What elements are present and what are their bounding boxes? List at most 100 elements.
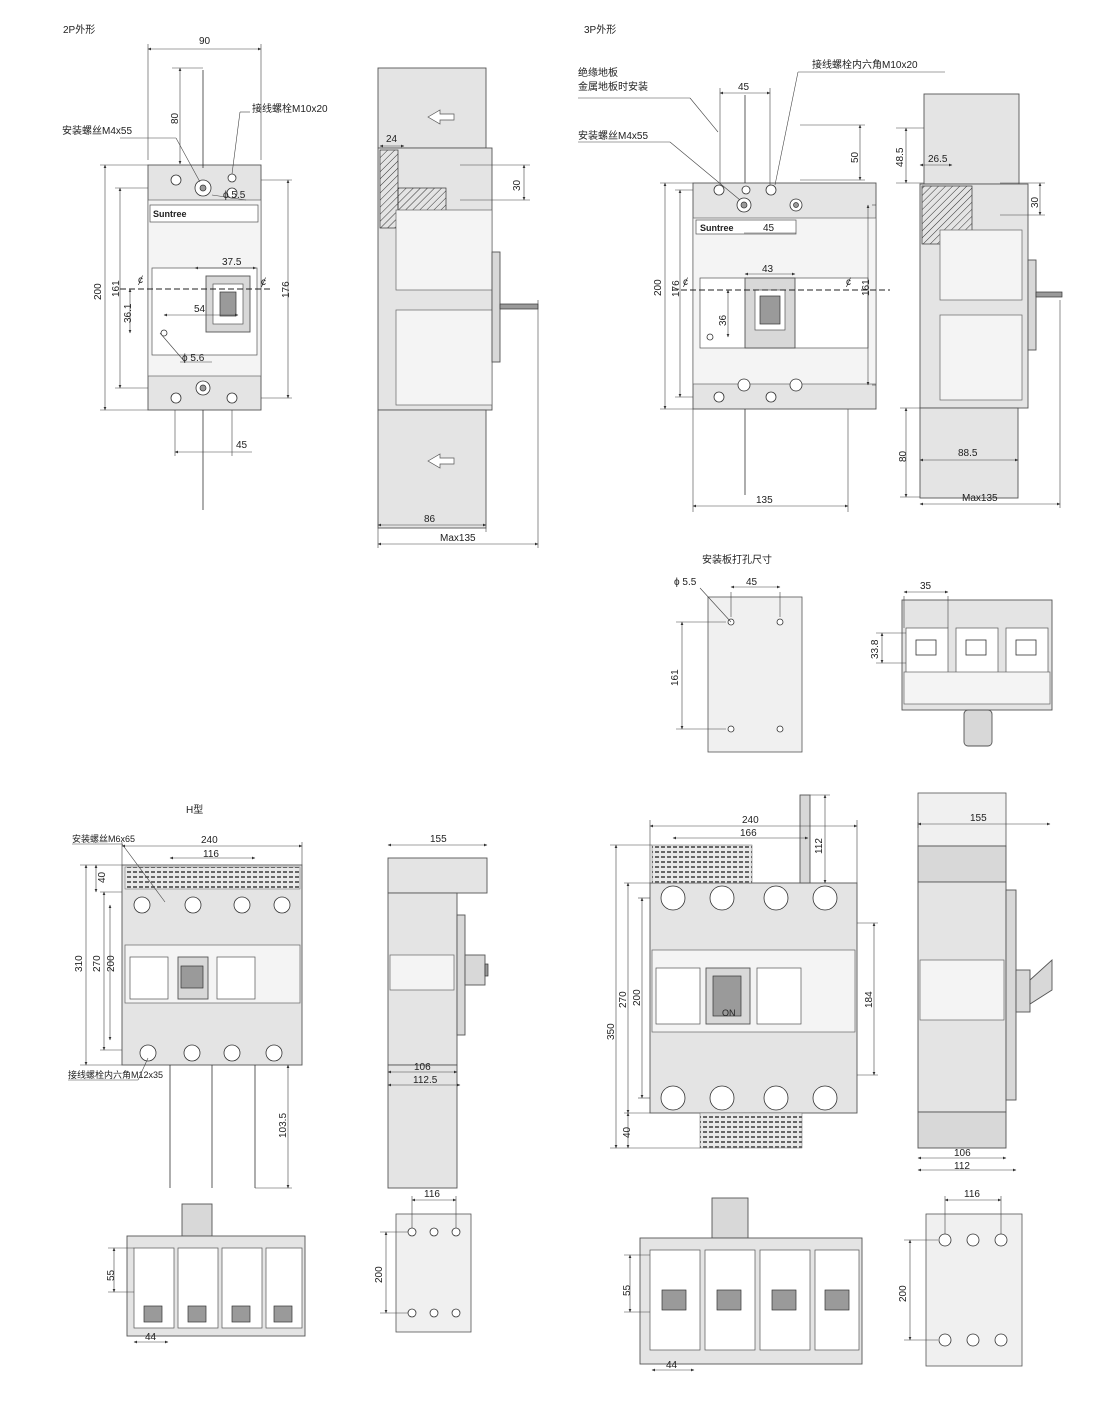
dim-3p-50: 50 [850, 151, 861, 163]
view-h-mounting: 116 200 [374, 1189, 472, 1333]
dims-h-front: 240 116 310 270 200 40 103.5 安装螺丝M6x65 接… [68, 833, 303, 1189]
dim-2p-176: 176 [281, 281, 292, 298]
view-h-side: 155 106 112.5 [387, 834, 489, 1189]
view-2p-side [377, 67, 539, 529]
dim-3p-side-80: 80 [898, 450, 909, 462]
dim-rs-106: 106 [954, 1148, 971, 1159]
dim-r-184: 184 [864, 991, 875, 1008]
dim-r-270: 270 [618, 991, 629, 1008]
dim-3p-45-mid: 45 [763, 223, 775, 234]
view-mounting-plate: 45 ϕ 5.5 161 [670, 577, 803, 753]
dim-2p-36-1: 36.1 [123, 303, 134, 323]
dim-mp-45: 45 [746, 577, 758, 588]
dim-2p-37-5: 37.5 [222, 257, 242, 268]
dim-3p-161: 161 [861, 279, 872, 296]
dim-2p-side-max135: Max135 [440, 533, 476, 544]
view-3p-side [919, 93, 1063, 499]
dim-rm-116: 116 [964, 1189, 980, 1200]
dim-top3-33-8: 33.8 [870, 639, 881, 659]
note-3p-terminal-hex: 接线螺栓内六角M10x20 [812, 58, 918, 71]
view-2p-front: Suntree ȼ ȼ [120, 70, 270, 510]
on-label: ON [722, 1008, 736, 1018]
title-mounting: 安装板打孔尺寸 [702, 553, 772, 566]
dim-2p-200: 200 [93, 283, 104, 300]
dim-r-240: 240 [742, 815, 759, 826]
center-mark-right-2p: ȼ [261, 277, 266, 288]
dim-hm-200: 200 [374, 1266, 385, 1283]
dim-3p-side-max135: Max135 [962, 493, 998, 504]
dim-3p-side-30: 30 [1030, 196, 1041, 208]
dim-h-270: 270 [92, 955, 103, 972]
view-h2-bottom: 55 44 [622, 1197, 863, 1372]
dim-2p-45: 45 [236, 440, 248, 451]
dim-h-40: 40 [97, 871, 108, 883]
dim-hb-44: 44 [145, 1332, 157, 1343]
dim-h-116: 116 [203, 849, 219, 860]
view-h2-side: 155 106 112 [917, 792, 1053, 1172]
dim-h-310: 310 [74, 955, 85, 972]
center-mark-left-3p: ȼ [683, 277, 688, 288]
dim-2p-161: 161 [111, 280, 122, 297]
dim-3p-side-88-5: 88.5 [958, 448, 978, 459]
dim-h-200: 200 [106, 955, 117, 972]
view-h2-mounting: 116 200 [898, 1189, 1023, 1367]
note-3p-insulation-1: 绝缘地板 [578, 66, 618, 79]
dim-r-350: 350 [606, 1023, 617, 1040]
dim-2p-phi55: ϕ 5.5 [223, 190, 246, 201]
center-mark-right-3p: ȼ [846, 277, 851, 288]
dim-2p-phi56: ϕ 5.6 [182, 353, 205, 364]
dim-2p-80: 80 [170, 112, 181, 124]
dim-2p-54: 54 [194, 304, 206, 315]
title-h-type: H型 [186, 803, 203, 816]
dim-hb-55: 55 [106, 1269, 117, 1281]
dim-2p-side-30: 30 [512, 179, 523, 191]
note-2p-mount-screw: 安装螺丝M4x55 [62, 124, 132, 137]
note-3p-mount-screw: 安装螺丝M4x55 [578, 129, 648, 142]
view-3p-top: 35 33.8 [870, 581, 1053, 747]
dim-3p-135: 135 [756, 495, 773, 506]
center-mark-left-2p: ȼ [138, 275, 143, 286]
brand-2p: Suntree [153, 209, 187, 219]
note-2p-terminal-bolt: 接线螺栓M10x20 [252, 102, 328, 115]
dim-2p-90: 90 [199, 36, 211, 47]
dim-3p-176: 176 [671, 280, 682, 297]
dim-rs-112: 112 [954, 1161, 970, 1172]
dim-rs-155: 155 [970, 813, 987, 824]
note-h-mount-screw: 安装螺丝M6x65 [72, 833, 135, 844]
dim-2p-side-86: 86 [424, 514, 436, 525]
dims-2p-front: 90 80 200 161 176 36.1 37.5 54 45 ϕ 5.5 … [62, 36, 328, 456]
dim-hs-112-5: 112.5 [413, 1075, 438, 1086]
dim-hm-116: 116 [424, 1189, 440, 1200]
dim-3p-side-48-5: 48.5 [895, 147, 906, 167]
dim-h-103-5: 103.5 [278, 1113, 289, 1138]
dim-hs-155: 155 [430, 834, 447, 845]
dim-r-40: 40 [622, 1126, 633, 1138]
view-h2-front: ON [649, 794, 858, 1149]
dim-r-200: 200 [632, 989, 643, 1006]
dim-mp-161: 161 [670, 669, 681, 686]
dim-rm-200: 200 [898, 1285, 909, 1302]
dim-rb-44: 44 [666, 1360, 678, 1371]
dims-h2-front: 240 166 112 350 270 200 40 184 [606, 794, 878, 1149]
dim-rb-55: 55 [622, 1284, 633, 1296]
dim-3p-200: 200 [653, 279, 664, 296]
note-3p-insulation-2: 金属地板时安装 [578, 80, 648, 93]
view-3p-front: Suntree ȼ ȼ [672, 95, 890, 495]
dim-3p-45-top: 45 [738, 82, 750, 93]
dim-3p-43: 43 [762, 264, 774, 275]
dim-3p-36: 36 [718, 314, 729, 326]
dim-2p-side-24: 24 [386, 134, 398, 145]
dims-3p-side: 48.5 26.5 30 80 88.5 Max135 [895, 127, 1061, 508]
dim-top3-35: 35 [920, 581, 932, 592]
dim-3p-side-26-5: 26.5 [928, 154, 948, 165]
dim-r-112: 112 [814, 838, 825, 854]
dim-r-166: 166 [740, 828, 757, 839]
dim-h-240: 240 [201, 835, 218, 846]
view-h-front [121, 864, 303, 1188]
dim-hs-106: 106 [414, 1062, 431, 1073]
title-3p: 3P外形 [584, 24, 616, 36]
note-h-terminal-hex: 接线螺栓内六角M12x35 [68, 1069, 163, 1080]
brand-3p: Suntree [700, 223, 734, 233]
